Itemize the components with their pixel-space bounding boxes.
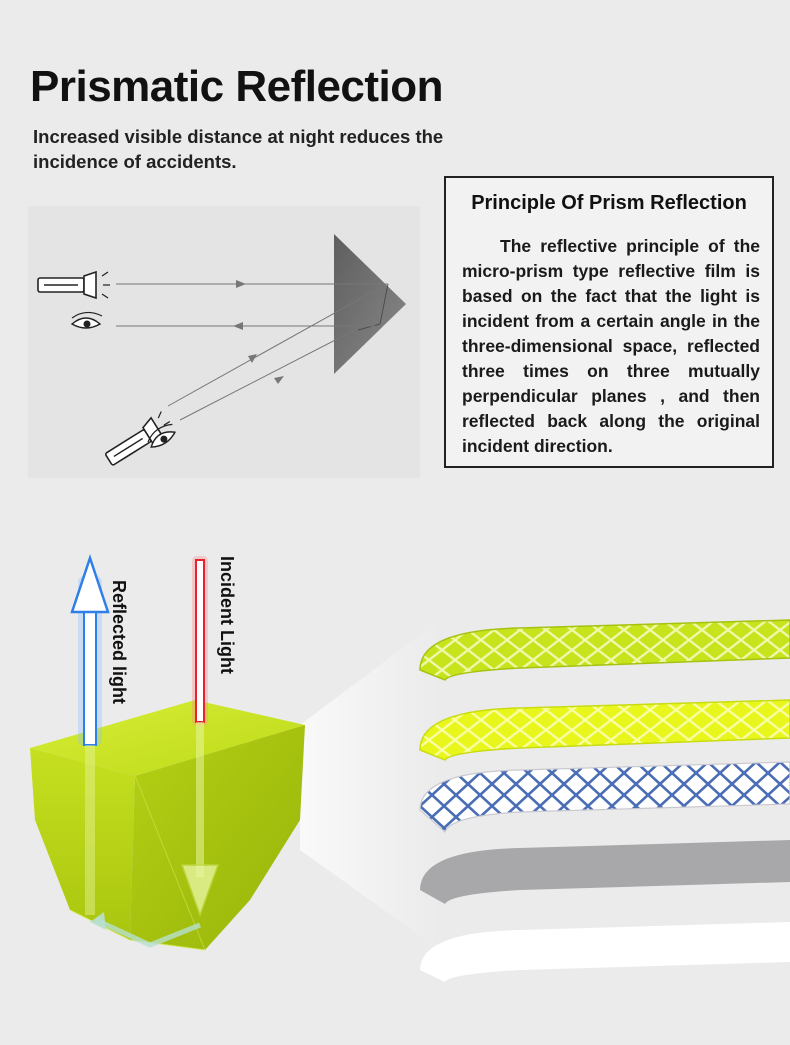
reflection-diagram-svg	[37, 234, 406, 466]
eye-icon-bottom	[147, 423, 177, 448]
ray-arrow-4	[274, 376, 284, 384]
reflection-diagram	[28, 206, 420, 478]
eye-icon-top	[70, 311, 103, 329]
prism-illustration-svg	[30, 554, 790, 982]
prism-illustration: Reflected light Incident Light	[0, 520, 790, 1045]
strip-blue-white	[419, 761, 790, 834]
bottom-reflection-head	[90, 912, 106, 930]
strip-white	[420, 922, 790, 982]
ray-arrow-3	[248, 354, 257, 363]
flashlight-icon-top	[37, 270, 110, 300]
cube-inner-edge-2	[134, 775, 206, 951]
light-beam	[300, 620, 440, 950]
page-title: Prismatic Reflection	[30, 62, 444, 111]
cube-top-face	[30, 700, 305, 776]
strip-lime	[419, 619, 790, 681]
prism-shape	[334, 234, 406, 374]
incident-light-label: Incident Light	[217, 556, 237, 674]
ray-return-angle	[179, 317, 379, 421]
reflected-arrow-head	[70, 554, 110, 614]
strip-yellow	[419, 699, 790, 761]
cube-inner-edges	[69, 909, 206, 951]
reflected-arrow-shaft	[83, 599, 97, 746]
bottom-reflection-path	[94, 917, 201, 948]
strip-grey	[420, 840, 790, 904]
incident-arrow-shaft	[195, 559, 205, 723]
prism-inner-lines	[357, 283, 389, 331]
principle-body: The reflective principle of the micro-pr…	[462, 236, 760, 456]
ray-link	[367, 301, 379, 319]
principle-box: Principle Of Prism Reflection The reflec…	[444, 176, 774, 468]
incident-arrow-head	[180, 864, 220, 918]
cube-right-face	[130, 725, 305, 950]
reflected-arrow-inner	[85, 745, 95, 915]
reflected-light-label: Reflected light	[109, 580, 129, 705]
cube-left-face	[30, 748, 135, 940]
incident-arrow-inner	[196, 722, 204, 877]
ray-incident-angle	[167, 285, 384, 407]
ray-arrow-2	[233, 322, 243, 330]
principle-text: The reflective principle of the micro-pr…	[462, 234, 760, 459]
page-subtitle: Increased visible distance at night redu…	[33, 126, 444, 172]
principle-title: Principle Of Prism Reflection	[471, 192, 747, 214]
ray-arrow-1	[236, 280, 246, 288]
